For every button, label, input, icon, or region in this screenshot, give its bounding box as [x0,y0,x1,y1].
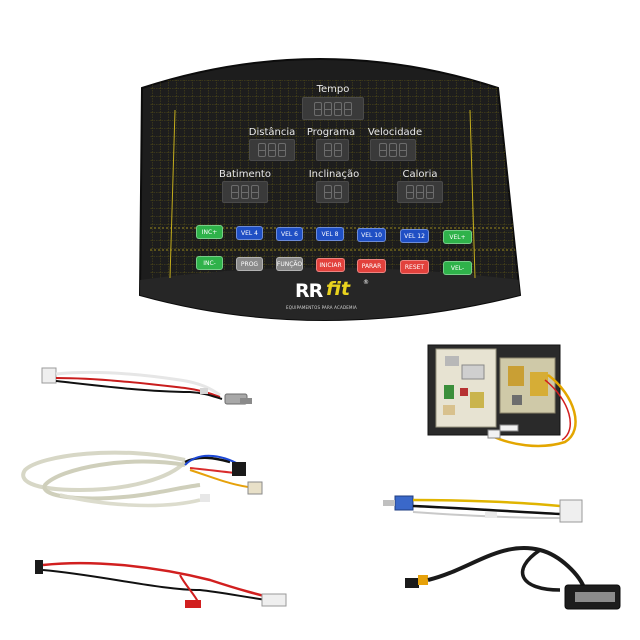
button-funcao[interactable]: FUNÇÃO [276,257,303,271]
display-tempo [302,97,364,120]
display-inclinacao [316,181,349,203]
display-batimento [222,181,268,203]
brand-logo: RR fit ® EQUIPAMENTOS PARA ACADEMIA [286,278,375,310]
label-programa: Programa [306,127,356,138]
display-programa [316,139,349,161]
logo-tagline: EQUIPAMENTOS PARA ACADEMIA [286,305,357,310]
digit [251,185,259,199]
digit [323,143,332,157]
digit [333,143,342,157]
button-vel-4[interactable]: VEL 4 [236,226,263,240]
display-caloria [397,181,443,203]
digit [333,185,342,199]
button-inc-minus[interactable]: INC- [196,256,223,270]
digit [231,185,239,199]
button-prog[interactable]: PROG [236,257,263,271]
label-caloria: Caloria [402,169,438,180]
long-wire-harness [21,450,263,508]
digit [258,143,266,157]
label-velocidade: Velocidade [367,127,423,138]
digit [406,185,414,199]
control-panel [138,58,522,321]
button-vel-minus[interactable]: VEL- [443,261,472,275]
logo-rr: RR [295,280,323,302]
button-inc-plus[interactable]: INC+ [196,225,223,239]
registered-mark: ® [363,279,369,286]
digit [323,185,332,199]
short-cable [383,495,583,523]
button-iniciar[interactable]: INICIAR [316,258,345,272]
digit [334,101,342,116]
digit [379,143,387,157]
logo-fit: fit [326,278,351,300]
label-distancia: Distância [248,127,296,138]
control-board [427,344,577,448]
digit [389,143,397,157]
digit [416,185,424,199]
button-vel-8[interactable]: VEL 8 [316,227,344,241]
label-tempo: Tempo [316,84,350,95]
digit [278,143,286,157]
red-wire-harness [35,560,287,608]
digit [241,185,249,199]
button-vel-12[interactable]: VEL 12 [400,229,429,243]
button-vel-plus[interactable]: VEL+ [443,230,472,244]
digit [426,185,434,199]
digit [268,143,276,157]
panel-cable [41,367,252,405]
digit [314,101,322,116]
display-velocidade [370,139,416,161]
button-parar[interactable]: PARAR [357,259,386,273]
display-distancia [249,139,295,161]
digit [399,143,407,157]
button-vel-10[interactable]: VEL 10 [357,228,386,242]
digit [324,101,332,116]
button-reset[interactable]: RESET [400,260,429,274]
label-batimento: Batimento [219,169,271,180]
db25-cable [405,546,621,610]
digit [344,101,352,116]
label-inclinacao: Inclinação [308,169,360,180]
button-vel-6[interactable]: VEL 6 [276,227,303,241]
